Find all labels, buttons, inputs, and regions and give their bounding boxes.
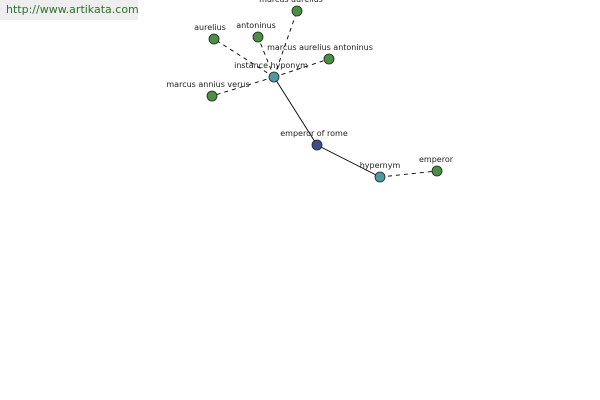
edge-instance-hyponym-to-marcus-annius-verus [211,76,275,97]
node-label-emperor: emperor [419,155,454,164]
edge-hypernym-to-emperor [379,170,438,178]
node-aurelius[interactable] [208,33,220,45]
node-marcus-annius-verus[interactable] [206,90,218,102]
node-label-hypernym: hypernym [360,161,401,170]
edge-instance-hyponym-to-antoninus [257,36,275,78]
node-antoninus[interactable] [252,31,264,43]
nodes-layer: emperor of rome instance hyponym hypernym m… [166,0,454,183]
node-marcus-aurelius-antoninus[interactable] [323,53,335,65]
edge-emperor-of-rome-to-instance-hyponym [273,76,318,146]
edge-emperor-of-rome-to-hypernym [316,144,381,178]
node-label-emperor-of-rome: emperor of rome [280,129,348,138]
node-marcus-aurelius[interactable] [291,5,303,17]
node-hypernym[interactable] [374,171,386,183]
node-label-marcus-aurelius: marcus aurelius [259,0,323,4]
edge-instance-hyponym-to-marcus-aurelius [273,10,298,78]
node-emperor[interactable] [431,165,443,177]
edge-instance-hyponym-to-aurelius [213,38,275,78]
node-label-instance-hyponym: instance hyponym [234,61,308,70]
node-label-antoninus: antoninus [236,21,276,30]
node-label-marcus-aurelius-antoninus: marcus aurelius antoninus [267,43,373,52]
watermark-link[interactable]: http://www.artikata.com [0,0,139,20]
edges-layer [211,10,438,178]
node-emperor-of-rome[interactable] [311,139,323,151]
node-label-aurelius: aurelius [194,23,226,32]
node-label-marcus-annius-verus: marcus annius verus [166,80,249,89]
node-instance-hyponym[interactable] [268,71,280,83]
edge-instance-hyponym-to-marcus-aurelius-antoninus [273,58,330,78]
